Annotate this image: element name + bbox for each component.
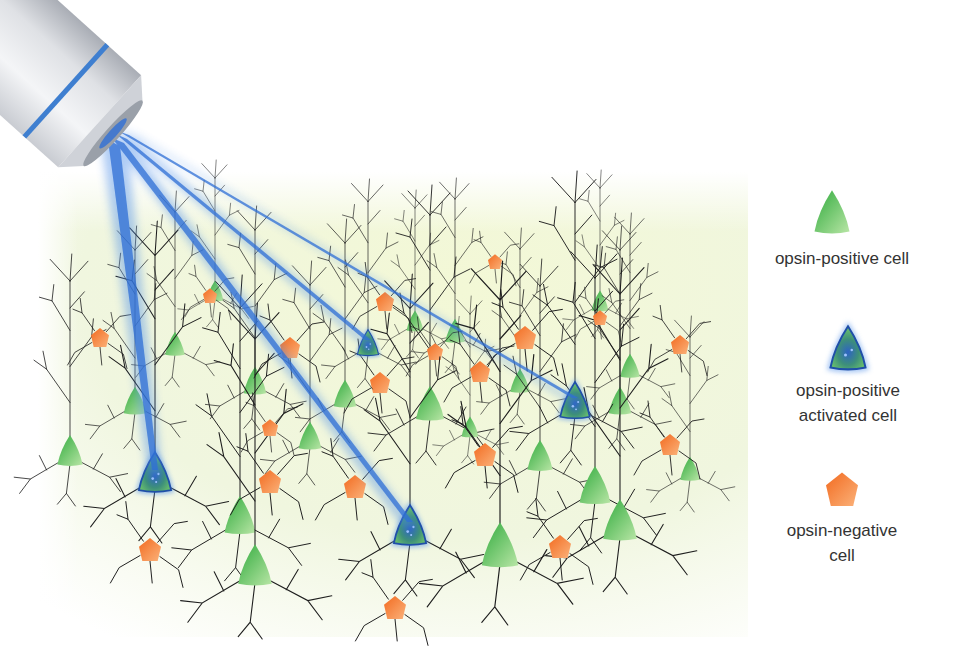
legend-icon-opsin-positive [815,190,850,233]
legend-label: opsin-negative cell [772,518,912,568]
light-beams [100,124,580,527]
legend-icon-activated [827,321,870,372]
legend-label: opsin-positive cell [772,246,912,271]
microscope-objective [0,0,160,184]
legend-label: opsin-positive activated cell [778,378,918,428]
legend-icon-opsin-negative [826,472,858,506]
